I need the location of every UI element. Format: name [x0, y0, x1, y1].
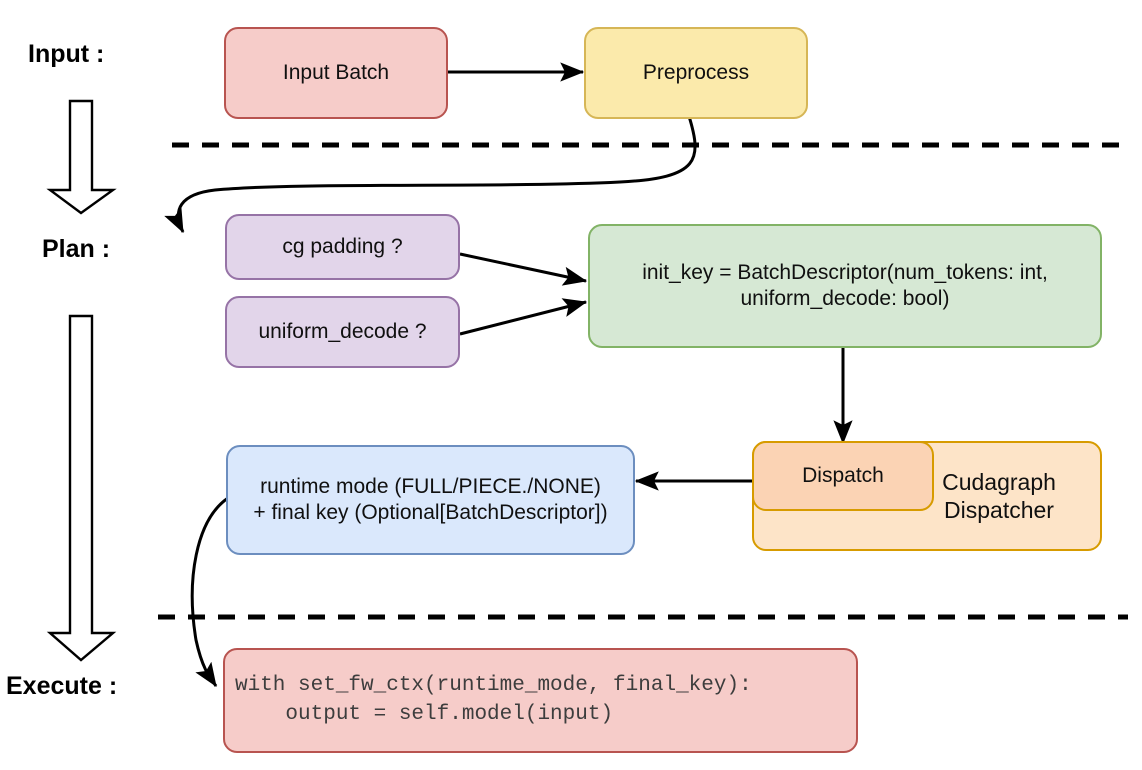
node-init-key-line1: init_key = BatchDescriptor(num_tokens: i…	[642, 261, 1048, 285]
stage-label-input: Input :	[28, 40, 105, 68]
node-dispatch-label: Dispatch	[802, 464, 884, 488]
node-runtime-mode-line2: + final key (Optional[BatchDescriptor])	[253, 501, 608, 524]
node-execute-code-line2: output = self.model(input)	[235, 702, 614, 726]
edge-cg-padding-to-init-key	[459, 252, 588, 286]
node-dispatch[interactable]: Dispatch	[752, 441, 934, 511]
stage-label-plan: Plan :	[42, 235, 111, 263]
edge-uniform-decode-to-init-key	[459, 298, 588, 336]
node-preprocess-label: Preprocess	[642, 61, 750, 85]
node-uniform-decode[interactable]: uniform_decode ?	[225, 296, 460, 368]
node-runtime-mode[interactable]: runtime mode (FULL/PIECE./NONE) + final …	[226, 445, 635, 555]
plan-to-execute-block-arrow	[46, 314, 117, 662]
stage-label-execute: Execute :	[6, 672, 118, 700]
node-init-key[interactable]: init_key = BatchDescriptor(num_tokens: i…	[588, 224, 1102, 348]
node-uniform-decode-label: uniform_decode ?	[258, 320, 427, 344]
node-input-batch-label: Input Batch	[282, 61, 390, 85]
node-cudagraph-dispatcher-line2: Dispatcher	[944, 497, 1054, 523]
node-init-key-line2: uniform_decode: bool)	[740, 287, 950, 310]
node-cg-padding-label: cg padding ?	[282, 235, 403, 259]
node-execute-code[interactable]: with set_fw_ctx(runtime_mode, final_key)…	[223, 648, 858, 753]
node-cudagraph-dispatcher-line1: Cudagraph	[942, 468, 1056, 495]
input-to-plan-block-arrow	[46, 99, 117, 215]
node-runtime-mode-line1: runtime mode (FULL/PIECE./NONE)	[260, 475, 601, 499]
node-preprocess[interactable]: Preprocess	[584, 27, 808, 119]
node-execute-code-line1: with set_fw_ctx(runtime_mode, final_key)…	[235, 674, 752, 698]
node-input-batch[interactable]: Input Batch	[224, 27, 448, 119]
node-cg-padding[interactable]: cg padding ?	[225, 214, 460, 280]
